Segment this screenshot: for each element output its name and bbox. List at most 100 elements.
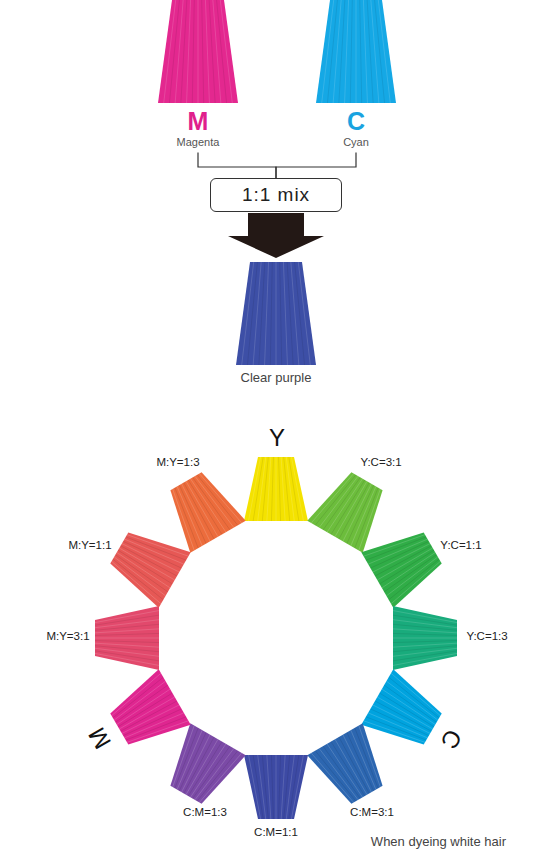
hair-strand bbox=[276, 262, 277, 365]
hair-swatch-node: CCyan bbox=[306, 0, 406, 148]
hair-strand bbox=[127, 710, 188, 752]
bracket-line bbox=[276, 152, 356, 178]
swatch-graphic bbox=[355, 514, 455, 614]
hair-strand bbox=[393, 646, 457, 652]
hair-swatch-node: Y bbox=[226, 439, 326, 539]
hair-strand bbox=[95, 643, 159, 647]
ratio-label: Y:C=1:1 bbox=[440, 539, 481, 552]
hair-strand bbox=[341, 732, 378, 790]
mix-label: 1:1 mix bbox=[242, 184, 310, 206]
color-letter: M bbox=[188, 107, 209, 136]
hair-swatch bbox=[393, 606, 457, 670]
hair-strand bbox=[110, 681, 169, 720]
color-name: Cyan bbox=[343, 136, 369, 149]
hair-strand bbox=[311, 747, 353, 808]
hair-strand bbox=[381, 554, 439, 591]
hair-strand bbox=[364, 710, 425, 752]
hair-strand bbox=[311, 468, 353, 529]
hair-strand bbox=[276, 457, 277, 521]
hair-strand bbox=[375, 0, 385, 103]
hair-strand bbox=[112, 554, 170, 591]
hair-strand bbox=[192, 743, 229, 801]
hair-strand bbox=[379, 550, 435, 584]
hair-swatch bbox=[244, 755, 308, 819]
hair-swatch-node: Y:C=1:1 bbox=[355, 514, 455, 614]
hair-strand bbox=[393, 629, 457, 633]
hair-strand bbox=[382, 556, 441, 595]
ratio-label: Y:C=3:1 bbox=[360, 456, 401, 469]
swatch-graphic bbox=[226, 439, 326, 539]
hair-strand bbox=[393, 653, 457, 665]
hair-swatch-node: C:M=1:3 bbox=[152, 717, 252, 817]
hair-strand bbox=[323, 474, 360, 532]
ratio-label: C:M=1:3 bbox=[183, 806, 227, 819]
hair-strand bbox=[198, 0, 199, 103]
color-name: Magenta bbox=[177, 136, 220, 149]
hair-strand bbox=[323, 743, 360, 801]
hair-strand bbox=[162, 726, 204, 787]
hair-strand bbox=[108, 677, 168, 718]
swatch-graphic bbox=[97, 663, 197, 763]
hair-strand bbox=[366, 708, 426, 749]
hair-strand bbox=[322, 0, 334, 103]
hair-strand bbox=[393, 633, 457, 635]
hair-swatch bbox=[307, 465, 394, 552]
ratio-label: Y:C=1:3 bbox=[466, 630, 507, 643]
hair-swatch bbox=[103, 520, 190, 607]
hair-strand bbox=[319, 744, 358, 803]
hair-strand bbox=[112, 685, 170, 722]
hair-swatch-node: M:Y=1:3 bbox=[152, 459, 252, 559]
hair-strand bbox=[360, 0, 362, 103]
hair-strand bbox=[327, 0, 337, 103]
color-name: Clear purple bbox=[241, 371, 312, 386]
hair-swatch bbox=[361, 520, 448, 607]
hair-swatch-node: Y:C=1:3 bbox=[375, 588, 475, 688]
hair-strand bbox=[378, 0, 390, 103]
hair-swatch-node: MMagenta bbox=[148, 0, 248, 148]
hair-strand bbox=[115, 689, 172, 724]
flow-arrow bbox=[228, 213, 324, 258]
swatch-graphic bbox=[152, 459, 252, 559]
hair-strand bbox=[259, 262, 265, 365]
hair-strand bbox=[393, 641, 457, 643]
hair-strand bbox=[258, 457, 266, 521]
hair-strand bbox=[339, 484, 374, 541]
primary-letter: M bbox=[84, 723, 117, 754]
hair-strand bbox=[265, 262, 269, 365]
hair-strand bbox=[327, 742, 362, 799]
hair-strand bbox=[315, 470, 356, 530]
hair-swatch-node: C:M=3:1 bbox=[301, 717, 401, 817]
hair-strand bbox=[281, 755, 285, 819]
hair-strand bbox=[126, 708, 186, 749]
hair-strand bbox=[350, 0, 352, 103]
hair-strand bbox=[190, 477, 225, 534]
hair-strand bbox=[95, 641, 159, 643]
hair-strand bbox=[249, 755, 261, 819]
hair-strand bbox=[363, 0, 367, 103]
hair-strand bbox=[106, 673, 167, 715]
swatch-graphic bbox=[77, 588, 177, 688]
swatch-graphic bbox=[97, 514, 197, 614]
hair-strand bbox=[106, 561, 167, 603]
hair-strand bbox=[192, 0, 194, 103]
hair-strand bbox=[95, 638, 159, 639]
color-letter: C bbox=[347, 107, 365, 136]
hair-strand bbox=[284, 457, 290, 521]
hair-strand bbox=[380, 552, 437, 587]
hair-strand bbox=[262, 755, 268, 819]
hair-strand bbox=[339, 0, 345, 103]
hair-strand bbox=[384, 559, 444, 600]
note: When dyeing white hair bbox=[371, 834, 506, 849]
hair-strand bbox=[271, 457, 273, 521]
ratio-label: C:M=1:1 bbox=[254, 826, 298, 839]
hair-swatch-node: Clear purple bbox=[226, 262, 326, 386]
hair-strand bbox=[291, 457, 303, 521]
hair-swatch bbox=[236, 262, 316, 365]
bracket-line bbox=[198, 152, 276, 178]
hair-strand bbox=[123, 703, 181, 740]
hair-strand bbox=[202, 0, 204, 103]
hair-strand bbox=[345, 0, 349, 103]
hair-strand bbox=[271, 755, 273, 819]
hair-strand bbox=[205, 0, 209, 103]
